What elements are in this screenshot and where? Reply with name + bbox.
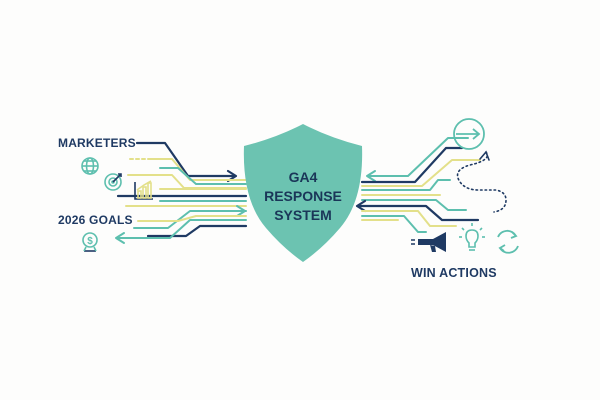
line-left-teal-1 bbox=[159, 167, 247, 185]
left-lines bbox=[115, 141, 248, 244]
dollar-pin-icon: $ bbox=[82, 232, 98, 252]
label-marketers: MARKETERS bbox=[58, 136, 136, 150]
line-right-yellow-3 bbox=[361, 210, 457, 227]
shield-title-line-3: SYSTEM bbox=[274, 207, 332, 223]
refresh-icon bbox=[497, 229, 519, 254]
bar-chart-icon bbox=[134, 180, 153, 200]
line-right-navy-1 bbox=[360, 146, 464, 184]
line-right-teal-4 bbox=[361, 215, 427, 233]
line-right-teal-3 bbox=[361, 199, 467, 211]
shield-title-line-2: RESPONSE bbox=[264, 188, 342, 204]
line-left-teal-4 bbox=[117, 219, 247, 239]
line-left-yellow-5 bbox=[137, 215, 247, 222]
megaphone-icon bbox=[411, 232, 446, 252]
line-right-teal-2 bbox=[361, 179, 451, 191]
svg-text:$: $ bbox=[87, 236, 93, 247]
right-lines bbox=[355, 137, 481, 233]
line-left-navy-3 bbox=[146, 224, 248, 238]
dotted-path-icon bbox=[456, 150, 507, 213]
label-win-actions: WIN ACTIONS bbox=[411, 266, 497, 280]
line-left-navy-1 bbox=[135, 141, 237, 178]
lightbulb-icon bbox=[459, 223, 485, 251]
line-right-yellow-1 bbox=[361, 159, 481, 187]
line-left-teal-3 bbox=[133, 210, 247, 229]
line-right-teal-1 bbox=[367, 137, 469, 177]
arrowhead-left-teal-2 bbox=[115, 232, 125, 244]
line-right-navy-2 bbox=[356, 204, 480, 222]
shield-shape bbox=[243, 124, 363, 262]
label-2026-goals: 2026 GOALS bbox=[58, 213, 133, 227]
target-arrow-icon bbox=[453, 118, 485, 150]
target-icon bbox=[104, 173, 122, 191]
arrowhead-left-teal-1 bbox=[236, 205, 246, 217]
globe-icon bbox=[81, 157, 99, 175]
shield-title-line-1: GA4 bbox=[288, 169, 318, 185]
arrowhead-right-teal-1 bbox=[366, 170, 376, 182]
arrowhead-right-navy-1 bbox=[355, 199, 367, 213]
